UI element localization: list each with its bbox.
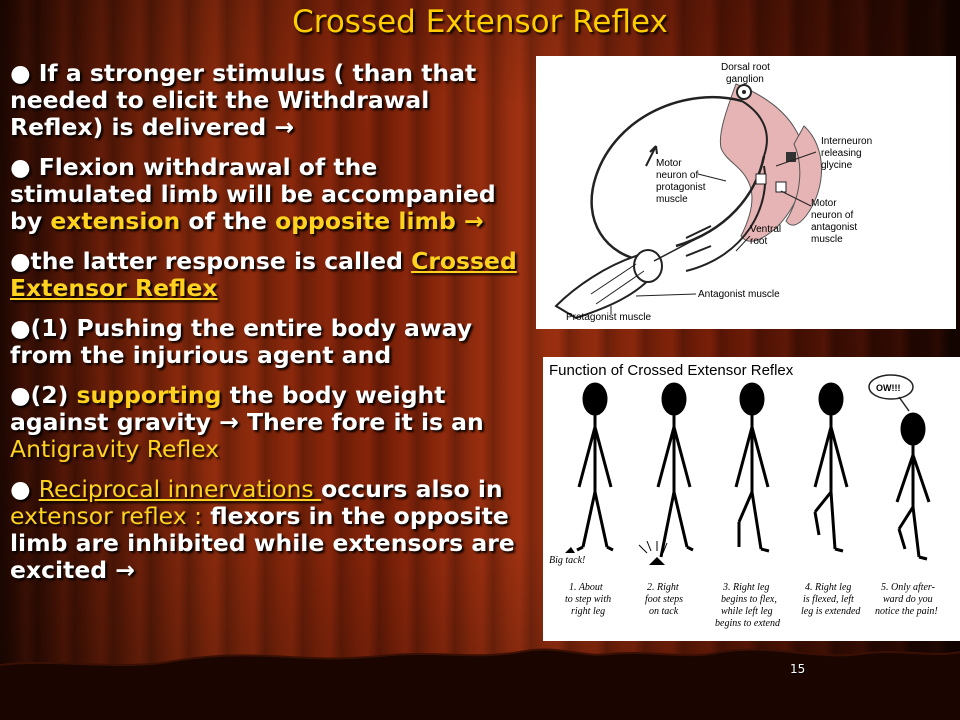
bullet-6-text-a: occurs also in [321,475,503,503]
label-antagonist: antagonist [811,222,857,233]
bullet-dot-icon: ● [10,153,39,181]
label-muscle-1: muscle [656,194,688,205]
caption-2a: 2. Right [647,582,679,593]
stick-figure-diagram: Function of Crossed Extensor Reflex OW!!… [543,357,960,641]
caption-3a: 3. Right leg [722,582,769,593]
bullet-dot-icon: ● [10,247,31,275]
arrow-icon: → [274,113,295,141]
caption-5a: 5. Only after- [881,582,935,593]
label-protagonist-muscle: Protagonist muscle [566,312,651,323]
bullet-dot-icon: ● [10,381,31,409]
highlight-reciprocal-innervations: Reciprocal innervations [38,475,322,503]
label-releasing: releasing [821,148,862,159]
caption-3b: begins to flex, [721,594,777,605]
label-motor-2: Motor [811,198,837,209]
caption-1b: to step with [565,594,611,605]
bullet-4-text: (1) Pushing the entire body away from th… [10,314,473,369]
bullet-4: ●(1) Pushing the entire body away from t… [10,315,520,369]
caption-4b: is flexed, left [803,594,854,605]
arrow-icon: → [219,408,239,436]
stick-figure-4 [813,382,849,553]
label-antagonist-muscle: Antagonist muscle [698,289,780,300]
label-protagonist: protagonist [656,182,706,193]
bullet-5-text-c: There fore it is an [238,408,484,436]
stick-figure-svg: Function of Crossed Extensor Reflex OW!!… [549,362,938,629]
caption-2b: foot steps [645,594,683,605]
stick-figure-2 [656,382,694,558]
label-root: root [750,236,767,247]
bullet-1: ● If a stronger stimulus ( than that nee… [10,60,520,141]
figure-title: Function of Crossed Extensor Reflex [549,362,794,379]
highlight-extensor-reflex: extensor reflex : [10,502,203,530]
bullet-2-text-b: of the [180,207,276,235]
label-neuron-of-2: neuron of [811,210,853,221]
bullet-3: ●the latter response is called Crossed E… [10,248,520,302]
caption-4c: leg is extended [801,606,861,617]
arrow-icon: → [115,556,135,584]
bullet-dot-icon: ● [10,59,39,87]
bullet-6-text-b: flexors in the opposite limb are inhibit… [10,502,515,584]
caption-1c: right leg [571,606,605,617]
reflex-arc-diagram: Dorsal root ganglion Interneuron releasi… [536,56,956,329]
slide-title: Crossed Extensor Reflex [292,4,668,40]
bullet-dot-icon: ● [10,314,31,342]
label-ganglion: ganglion [726,74,764,85]
highlight-antigravity-reflex: Antigravity Reflex [10,435,220,463]
caption-3c: while left leg [721,606,773,617]
label-motor-1: Motor [656,158,682,169]
bullet-5-text-b: the body weight against gravity [10,381,446,436]
label-interneuron: Interneuron [821,136,872,147]
stick-figure-5 [895,412,931,561]
bullet-list: ● If a stronger stimulus ( than that nee… [10,60,520,597]
stick-figure-1 [576,382,614,552]
stick-figure-3 [734,382,770,553]
label-ventral: Ventral [750,224,781,235]
bullet-6: ● Reciprocal innervations occurs also in… [10,476,520,584]
highlight-supporting: supporting [76,381,222,409]
highlight-opposite-limb: opposite limb [275,207,456,235]
caption-5b: ward do you [883,594,933,605]
speech-ow: OW!!! [876,383,901,393]
bullet-3-text: the latter response is called [30,247,412,275]
label-muscle-2: muscle [811,234,843,245]
caption-3d: begins to extend [715,618,781,629]
label-big-tack: Big tack! [549,555,585,566]
arrow-icon: → [464,207,484,235]
label-dorsal-root: Dorsal root [721,62,770,73]
label-glycine: glycine [821,160,853,171]
bullet-dot-icon: ● [10,475,39,503]
highlight-crossed-extensor-reflex: Crossed Extensor Reflex [10,247,517,302]
pain-lines-icon [638,540,668,554]
bullet-1-text: If a stronger stimulus ( than that neede… [10,59,477,141]
label-neuron-of-1: neuron of [656,170,698,181]
bullet-2: ● Flexion withdrawal of the stimulated l… [10,154,520,235]
caption-4a: 4. Right leg [805,582,851,593]
caption-1a: 1. About [569,582,603,593]
reflex-arc-svg: Dorsal root ganglion Interneuron releasi… [554,62,872,323]
bullet-5-text-a: (2) [30,381,77,409]
caption-2c: on tack [649,606,679,617]
speech-bubble [868,374,914,400]
highlight-extension: extension [50,207,181,235]
page-number: 15 [790,662,806,676]
ground-silhouette [0,648,960,720]
bullet-5: ●(2) supporting the body weight against … [10,382,520,463]
caption-5c: notice the pain! [875,606,938,617]
bullet-2-text-a: Flexion withdrawal of the stimulated lim… [10,153,496,235]
